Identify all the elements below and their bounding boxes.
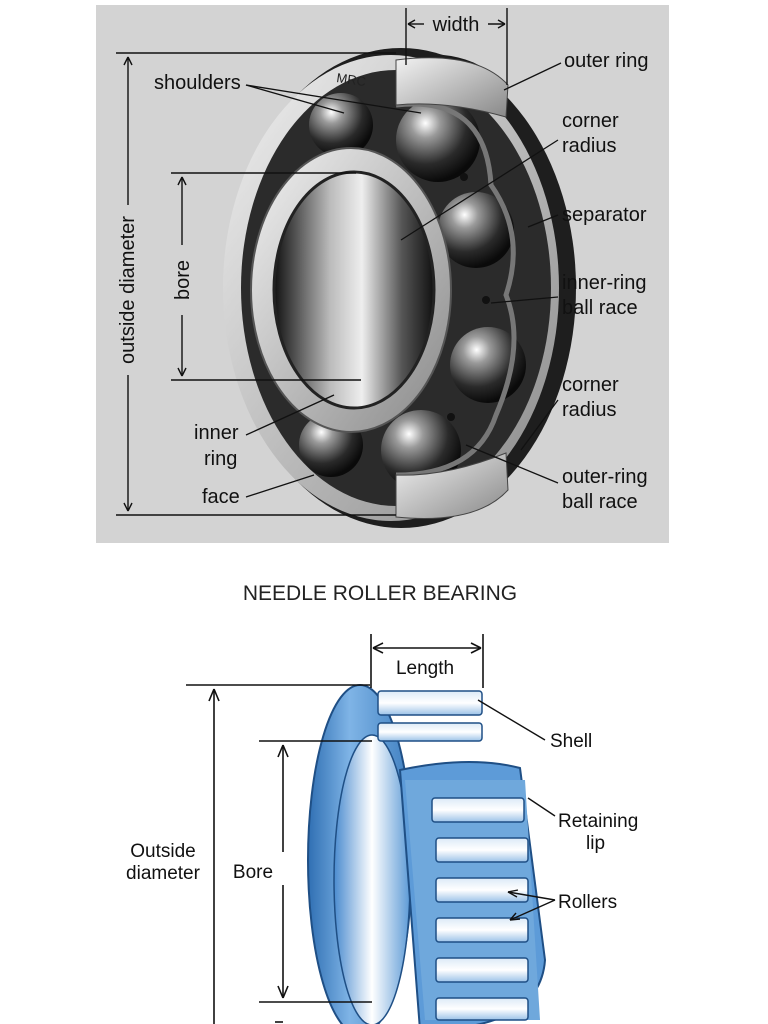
label-width: width <box>432 14 480 36</box>
label-corner-radius-bottom-line1: corner <box>562 374 619 396</box>
brand-mark: MRC <box>336 70 367 89</box>
label-rollers: Rollers <box>558 892 617 913</box>
width-dimension <box>405 8 508 85</box>
needle-roller <box>377 690 483 716</box>
label-inner-ring-line2: ring <box>204 448 237 470</box>
label-retaining-lip-line1: Retaining <box>558 811 638 832</box>
label-inner-ring-ball-race-line1: inner-ring <box>562 272 646 294</box>
needle-bearing-title: NEEDLE ROLLER BEARING <box>243 582 517 605</box>
label-bore: bore <box>172 260 194 300</box>
leader-lines <box>245 62 562 498</box>
bearing-ball <box>438 192 514 268</box>
needle-roller-bearing-diagram: NEEDLE ROLLER BEARING Length Outside dia… <box>126 582 638 1024</box>
label-corner-radius-bottom-line2: radius <box>562 399 616 421</box>
label-separator: separator <box>562 204 647 226</box>
label-retaining-lip-line2: lip <box>586 833 605 854</box>
label-outside-diameter-line2: diameter <box>126 863 201 884</box>
ball-bearing-diagram: MRC width outside diameter bore <box>96 5 669 543</box>
label-shell: Shell <box>550 731 592 752</box>
outside-diameter-dimension-needle <box>186 684 370 1024</box>
bore-dimension-needle <box>259 740 372 1023</box>
ball-bearing-illustration <box>223 48 576 528</box>
needle-roller <box>431 797 525 823</box>
label-outside-diameter-line1: Outside <box>130 841 195 862</box>
outside-diameter-dimension <box>116 52 396 516</box>
length-dimension <box>370 634 484 688</box>
label-face: face <box>202 486 240 508</box>
label-length: Length <box>396 658 454 679</box>
needle-roller <box>377 722 483 742</box>
label-outside-diameter: outside diameter <box>117 216 139 364</box>
bore-dimension <box>171 172 361 381</box>
label-outer-ring-ball-race-line1: outer-ring <box>562 466 648 488</box>
bearing-ball <box>396 98 480 182</box>
label-inner-ring-ball-race-line2: ball race <box>562 297 638 319</box>
needle-roller <box>435 837 529 863</box>
label-shoulders: shoulders <box>154 72 241 94</box>
needle-roller <box>435 917 529 943</box>
label-outer-ring: outer ring <box>564 50 649 72</box>
needle-roller <box>435 877 529 903</box>
label-outer-ring-ball-race-line2: ball race <box>562 491 638 513</box>
label-corner-radius-top-line1: corner <box>562 110 619 132</box>
bearing-ball <box>309 93 373 157</box>
needle-leader-lines <box>477 699 556 921</box>
separator-cage <box>395 101 517 478</box>
bore-hole <box>274 172 434 408</box>
rollers-group <box>377 690 529 1021</box>
label-corner-radius-top-line2: radius <box>562 135 616 157</box>
label-inner-ring-line1: inner <box>194 422 239 444</box>
needle-roller <box>435 957 529 983</box>
label-bore-needle: Bore <box>233 862 273 883</box>
needle-roller <box>435 997 529 1021</box>
